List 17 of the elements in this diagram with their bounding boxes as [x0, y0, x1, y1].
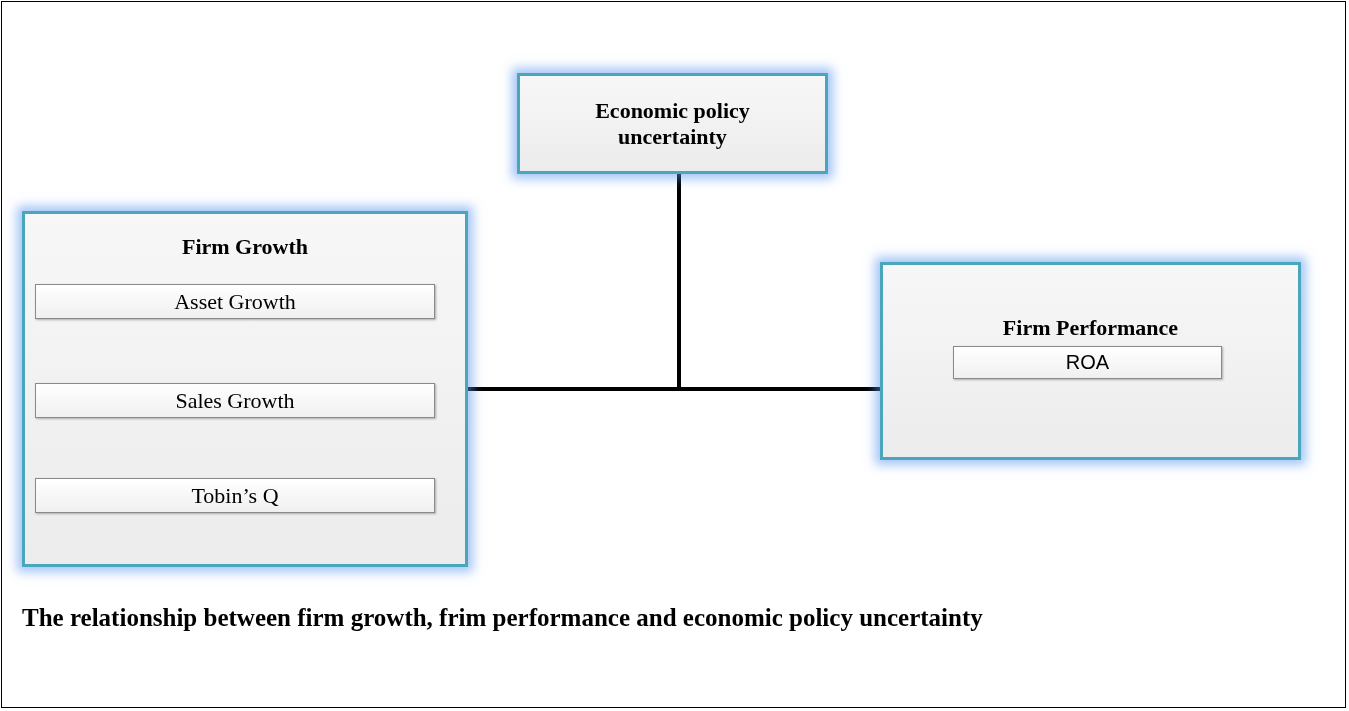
measure-box [35, 383, 435, 418]
connector-line [677, 174, 681, 389]
measure-label: Asset Growth [174, 288, 296, 315]
box-heading: Firm Growth [180, 234, 310, 260]
variable-box [880, 262, 1301, 460]
box-heading: Economic policy uncertainty [594, 97, 751, 150]
measure-label: Sales Growth [175, 387, 295, 414]
measure-label: Tobin’s Q [191, 482, 279, 509]
box-heading: Firm Performance [1001, 315, 1180, 341]
variable-box [517, 73, 828, 174]
variable-box [22, 211, 468, 567]
measure-label: ROA [1065, 351, 1110, 374]
measure-box [35, 478, 435, 513]
measure-box [953, 346, 1222, 379]
connector-line [468, 387, 880, 391]
caption: The relationship between firm growth, frim performance and economic policy uncertainty [22, 604, 983, 632]
measure-box [35, 284, 435, 319]
